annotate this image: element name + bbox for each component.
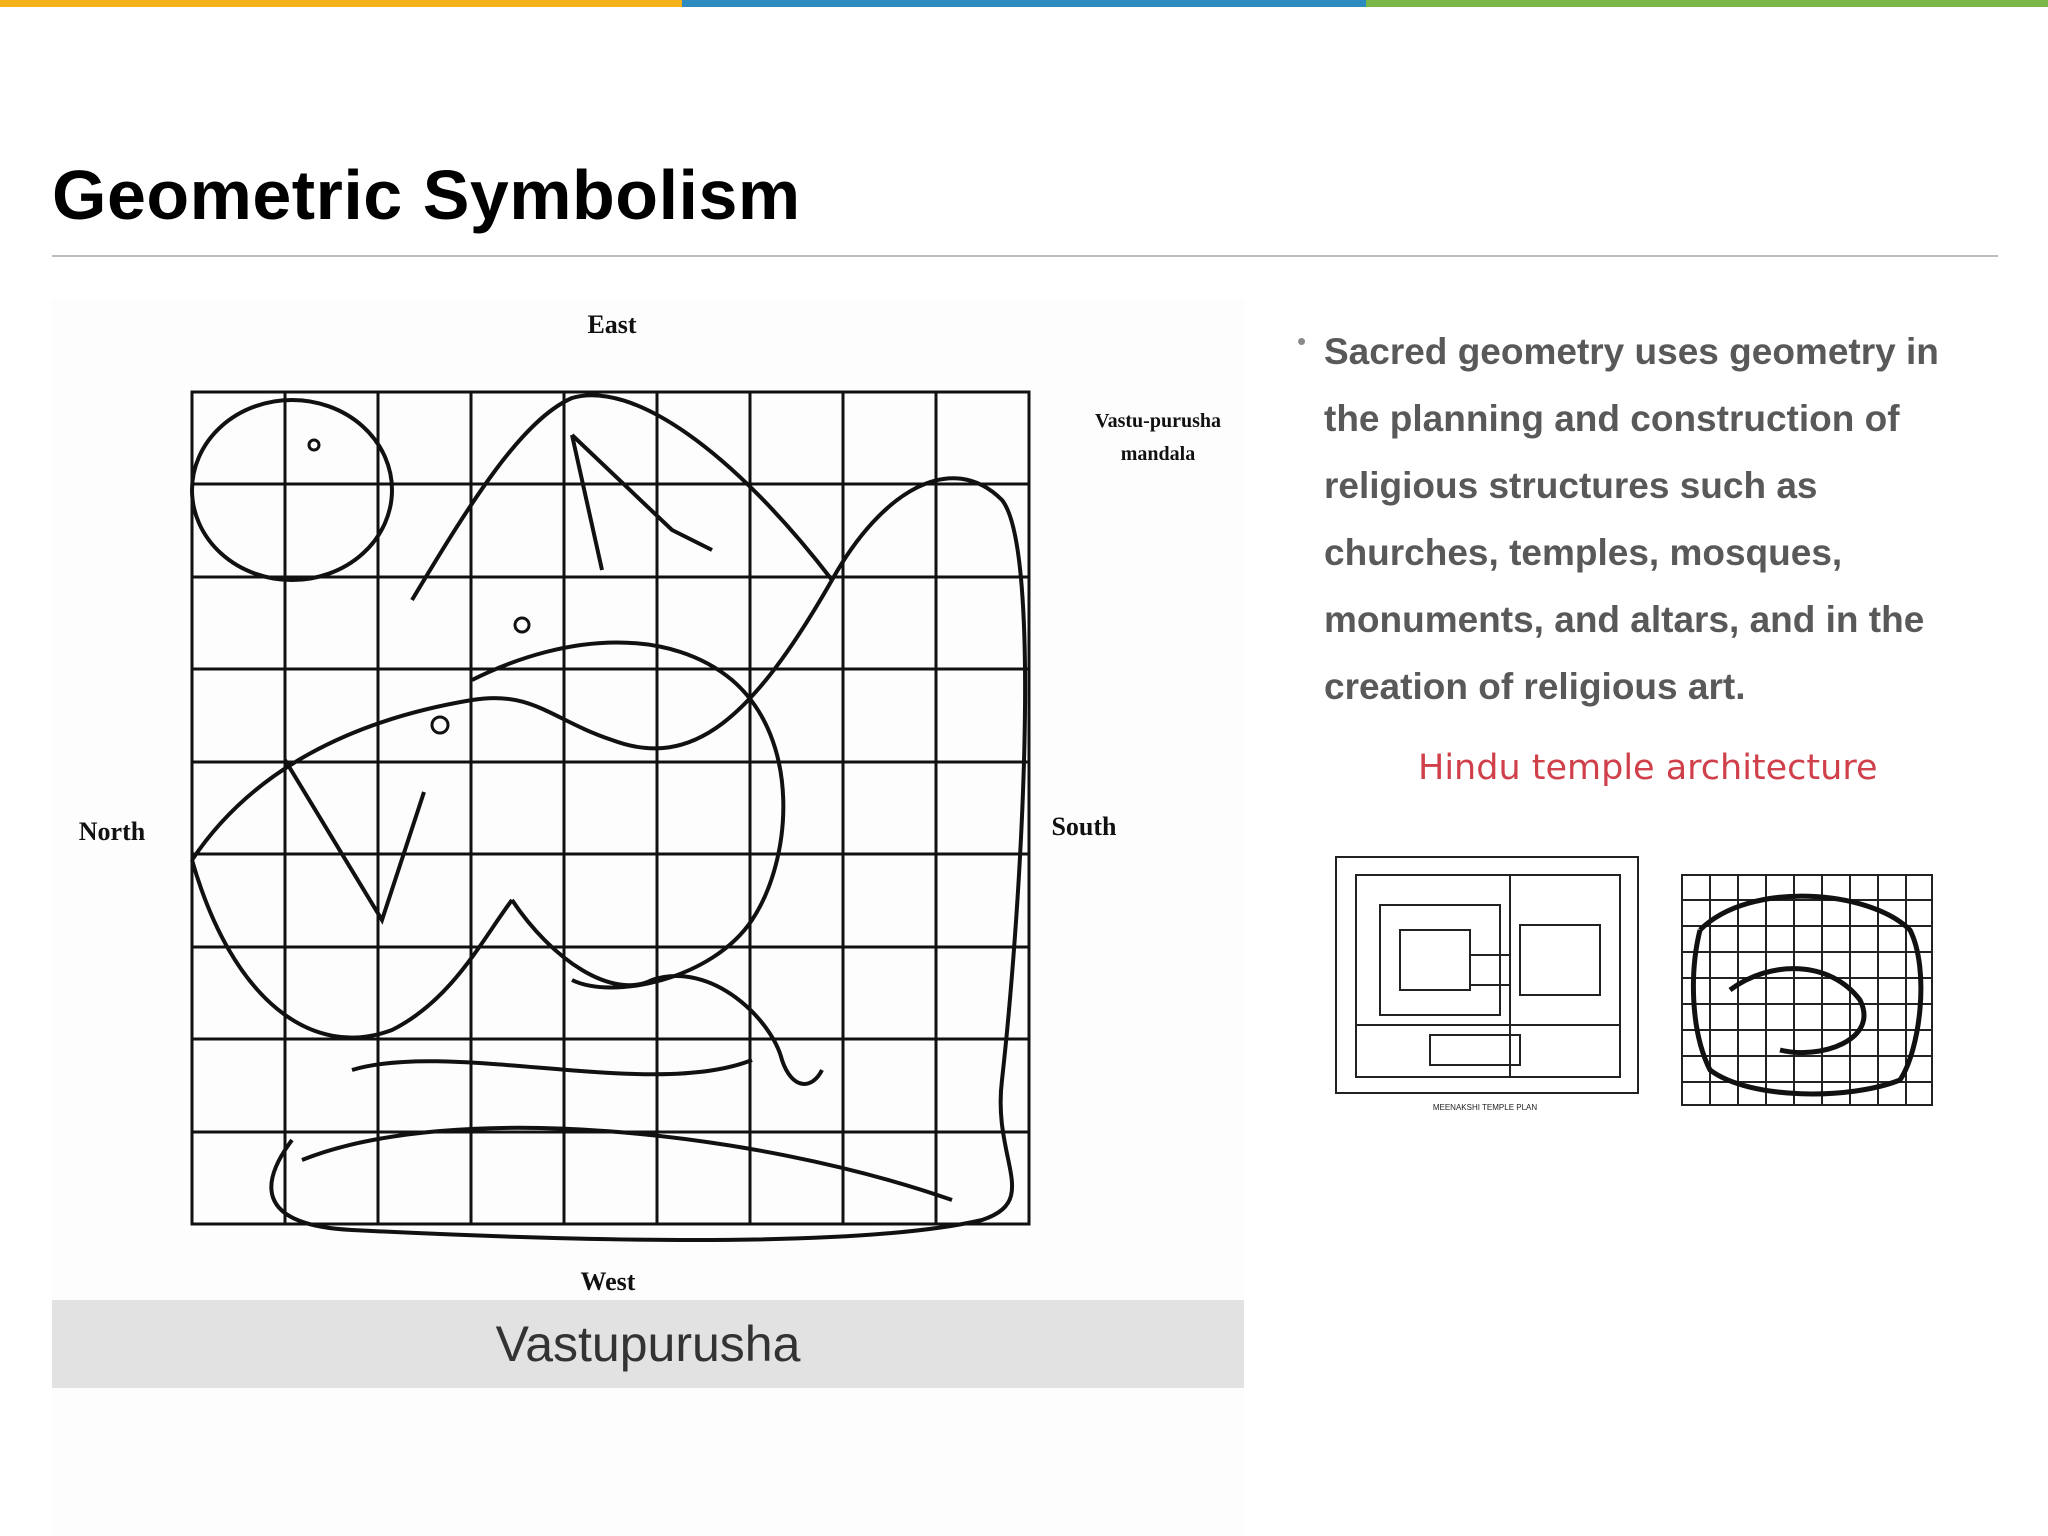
mandala-caption: Vastupurusha	[495, 1316, 801, 1372]
temple-plan-image-left: MEENAKSHI TEMPLE PLAN	[1320, 835, 1650, 1125]
temple-plan-label: MEENAKSHI TEMPLE PLAN	[1433, 1103, 1538, 1112]
vastupurusha-mandala-diagram: East West North South Vastu-purusha mand…	[79, 310, 1221, 1296]
mandala-caption-band: Vastupurusha	[52, 1300, 1244, 1388]
north-label: North	[79, 817, 146, 846]
south-label: South	[1051, 812, 1117, 841]
accent-bar-green	[1366, 0, 2048, 7]
bullet-list: • Sacred geometry uses geometry in the p…	[1297, 318, 1997, 720]
accent-bar-blue	[682, 0, 1366, 7]
east-label: East	[587, 310, 636, 339]
mandala-side-label-2: mandala	[1121, 443, 1195, 465]
vastupurusha-figure	[190, 393, 1028, 1242]
mandala-small-circles	[307, 438, 531, 735]
bullet-dot-icon: •	[1297, 326, 1307, 356]
title-divider	[52, 255, 1998, 257]
slide-title: Geometric Symbolism	[52, 156, 801, 234]
temple-plan-image-right	[1670, 850, 1942, 1115]
accent-bar-yellow	[0, 0, 682, 7]
mandala-grid	[190, 390, 1031, 1226]
temple-architecture-caption: Hindu temple architecture	[1418, 748, 1878, 788]
top-accent-bar	[0, 0, 2048, 7]
bullet-text: Sacred geometry uses geometry in the pla…	[1324, 331, 1939, 707]
mandala-side-label-1: Vastu-purusha	[1095, 410, 1221, 432]
west-label: West	[581, 1267, 636, 1296]
